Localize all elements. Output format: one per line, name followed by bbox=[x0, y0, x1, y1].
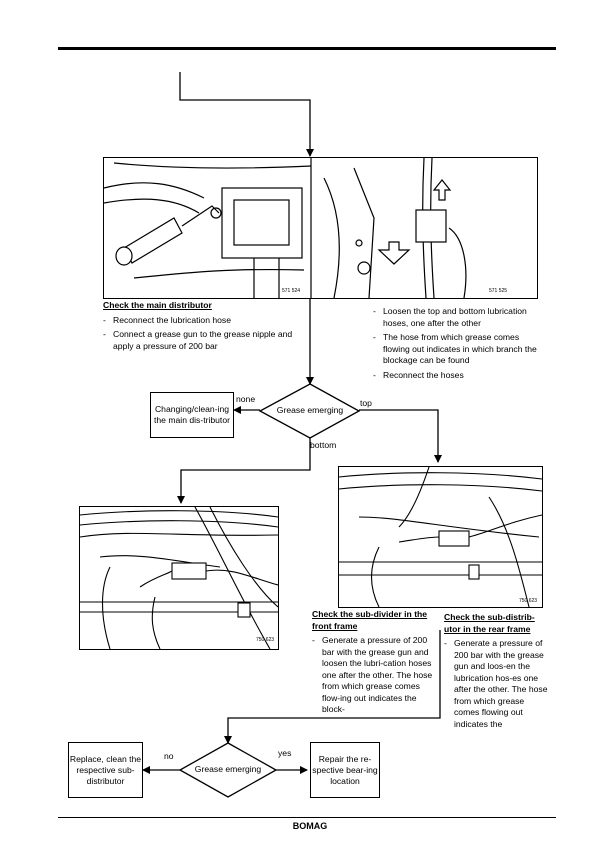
rear-frame-photo: 750 623 bbox=[338, 466, 543, 608]
main-distributor-text: Check the main distributor Reconnect the… bbox=[103, 300, 303, 355]
replace-sub-distributor-box: Replace, clean the respective sub-distri… bbox=[68, 742, 143, 798]
loosen-hoses-steps: Loosen the top and bottom lubrication ho… bbox=[373, 306, 543, 381]
decision1-label: Grease emerging bbox=[276, 405, 344, 415]
rear-frame-step: Generate a pressure of 200 bar with the … bbox=[444, 638, 548, 730]
rear-frame-heading: Check the sub-distrib-utor in the rear f… bbox=[444, 612, 535, 634]
decision2-no-label: no bbox=[164, 751, 174, 761]
loosen-step: Reconnect the hoses bbox=[373, 370, 543, 382]
main-distributor-heading: Check the main distributor bbox=[103, 300, 212, 310]
front-frame-steps: Generate a pressure of 200 bar with the … bbox=[312, 635, 434, 716]
decision1-bottom-label: bottom bbox=[310, 440, 337, 450]
decision2-diamond bbox=[178, 742, 278, 798]
front-frame-text: Check the sub-divider in the front frame… bbox=[312, 609, 434, 719]
repair-bearing-box: Repair the re-spective bear-ing location bbox=[310, 742, 380, 798]
main-left-code: 571 524 bbox=[282, 288, 301, 294]
main-distributor-step: Reconnect the lubrication hose bbox=[103, 315, 303, 327]
decision1-none-label: none bbox=[236, 394, 256, 404]
front-code: 750 623 bbox=[256, 637, 275, 643]
decision1-top-label: top bbox=[360, 398, 372, 408]
rear-frame-illustration bbox=[339, 467, 542, 607]
decision1-diamond bbox=[258, 383, 361, 439]
front-frame-heading: Check the sub-divider in the front frame bbox=[312, 609, 428, 631]
replace-sub-distributor-text: Replace, clean the respective sub-distri… bbox=[69, 753, 142, 786]
main-distributor-step: Connect a grease gun to the grease nippl… bbox=[103, 329, 303, 352]
front-frame-illustration bbox=[80, 507, 278, 649]
footer-rule bbox=[58, 817, 556, 818]
main-distributor-steps: Reconnect the lubrication hose Connect a… bbox=[103, 315, 303, 353]
loosen-step: The hose from which grease comes flowing… bbox=[373, 332, 543, 367]
front-frame-photo: 750 623 bbox=[79, 506, 279, 650]
change-main-distributor-text: Changing/clean-ing the main dis-tributor bbox=[154, 404, 230, 425]
rear-frame-text: Check the sub-distrib-utor in the rear f… bbox=[444, 612, 548, 733]
header-rule bbox=[58, 47, 556, 50]
repair-bearing-text: Repair the re-spective bear-ing location bbox=[312, 753, 378, 786]
rear-frame-steps: Generate a pressure of 200 bar with the … bbox=[444, 638, 548, 730]
front-frame-step: Generate a pressure of 200 bar with the … bbox=[312, 635, 434, 716]
loosen-hoses-text: Loosen the top and bottom lubrication ho… bbox=[373, 306, 543, 384]
decision2-label: Grease emerging bbox=[194, 764, 262, 774]
footer-brand: BOMAG bbox=[292, 821, 328, 831]
rear-code: 750 623 bbox=[519, 598, 538, 604]
change-main-distributor-box: Changing/clean-ing the main dis-tributor bbox=[150, 392, 234, 438]
main-distributor-illustration bbox=[104, 158, 467, 298]
main-right-code: 571 525 bbox=[489, 288, 508, 294]
loosen-step: Loosen the top and bottom lubrication ho… bbox=[373, 306, 543, 329]
main-distributor-photo: 571 524 571 525 bbox=[103, 157, 538, 299]
decision2-yes-label: yes bbox=[278, 748, 292, 758]
